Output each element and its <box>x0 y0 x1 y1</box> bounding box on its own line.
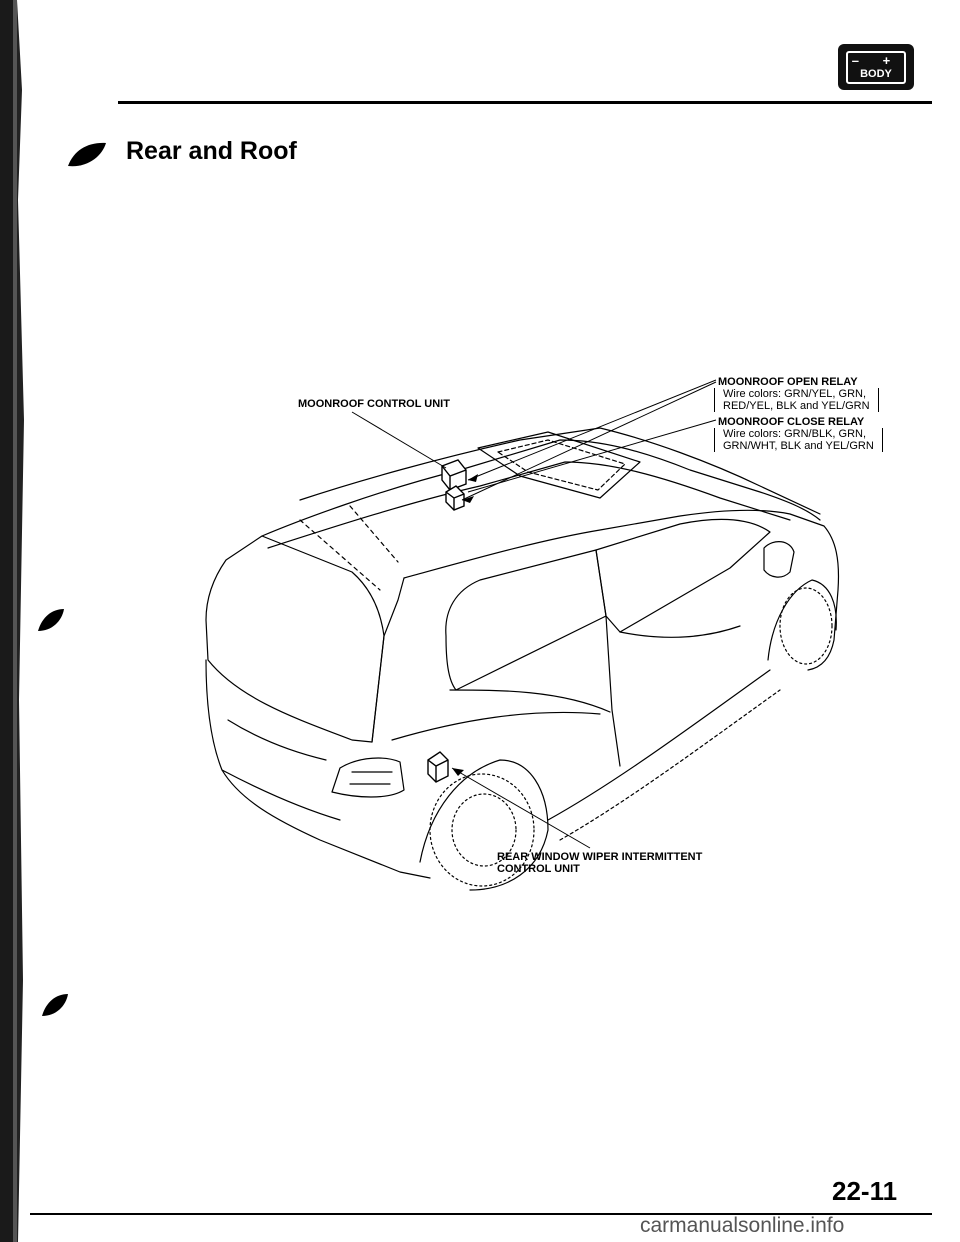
rear-bumper <box>205 659 431 879</box>
roof-outline <box>261 439 821 537</box>
open-relay-wire-colors: Wire colors: GRN/YEL, GRN, RED/YEL, BLK … <box>714 388 879 412</box>
rear-wiper-control-unit-icon <box>427 751 449 783</box>
open-relay-wire-line1: Wire colors: GRN/YEL, GRN, <box>723 388 867 400</box>
margin-bullet-icon <box>42 994 68 1016</box>
side-mirror <box>763 541 795 578</box>
battery-polarity-icon: – + <box>851 53 901 68</box>
body-section-badge: – + BODY <box>838 44 914 90</box>
label-rear-wiper-control-unit: REAR WINDOW WIPER INTERMITTENT CONTROL U… <box>497 851 702 875</box>
label-moonroof-close-relay: MOONROOF CLOSE RELAY <box>718 416 865 428</box>
leader-control-unit <box>351 411 447 469</box>
open-relay-wire-line2: RED/YEL, BLK and YEL/GRN <box>723 400 870 412</box>
badge-label: BODY <box>860 68 892 80</box>
rear-wheel <box>429 773 535 887</box>
close-relay-wire-line2: GRN/WHT, BLK and YEL/GRN <box>723 440 874 452</box>
leader-open-relay <box>467 379 717 481</box>
binding-edge <box>0 0 24 1242</box>
wiper-label-line1: REAR WINDOW WIPER INTERMITTENT <box>497 851 703 863</box>
rear-quarter-window <box>445 549 607 691</box>
rear-hatch-glass <box>205 535 385 743</box>
close-relay-wire-line1: Wire colors: GRN/BLK, GRN, <box>723 428 867 440</box>
header-rule <box>118 101 932 104</box>
moonroof-opening <box>477 431 641 499</box>
rear-wheel-arch <box>419 759 549 891</box>
front-wheel <box>779 587 833 665</box>
close-relay-wire-colors: Wire colors: GRN/BLK, GRN, GRN/WHT, BLK … <box>714 428 883 452</box>
leader-close-relay <box>467 419 717 493</box>
section-bullet-icon <box>68 142 106 167</box>
label-moonroof-control-unit: MOONROOF CONTROL UNIT <box>298 398 450 410</box>
margin-bullet-icon <box>38 609 64 631</box>
moonroof-control-unit-icon <box>441 459 467 491</box>
footer-rule <box>30 1213 932 1215</box>
moonroof-relay-icon <box>445 485 465 511</box>
wiper-label-line2: CONTROL UNIT <box>497 863 580 875</box>
leader-wiper-unit <box>451 767 591 849</box>
label-moonroof-open-relay: MOONROOF OPEN RELAY <box>718 376 858 388</box>
door-window <box>595 518 771 633</box>
taillight <box>331 757 405 798</box>
page-number: 22-11 <box>832 1176 898 1206</box>
section-title: Rear and Roof <box>126 137 297 165</box>
watermark: carmanualsonline.info <box>640 1214 845 1237</box>
body-side <box>403 509 840 671</box>
front-wheel-arch <box>767 579 837 661</box>
leader-open-relay-2 <box>461 381 717 501</box>
